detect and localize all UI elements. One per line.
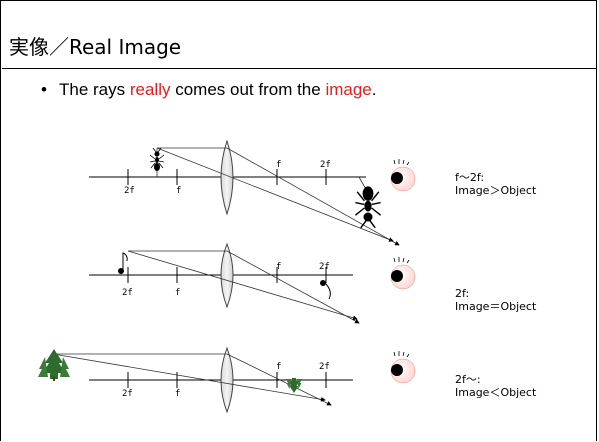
tick-label-left-2f: 2f [124, 186, 135, 196]
slide-title: 実像／Real Image [9, 35, 182, 59]
row-1-caption-relation: Image＞Object [455, 184, 537, 197]
row-2-caption-condition: 2f: [455, 287, 470, 300]
bullet-highlight-really: really [129, 80, 171, 99]
tick-label-right-2f: 2f [320, 160, 331, 170]
tick-label-right-f: f [276, 362, 281, 372]
ant-icon [149, 147, 165, 171]
bullet-highlight-image: image [325, 80, 372, 99]
bullet-text-middle: comes out from the [170, 80, 326, 99]
convex-lens [220, 346, 234, 414]
bullet-text-suffix: . [371, 80, 377, 99]
row-1-caption: f～2f: Image＞Object [455, 171, 536, 197]
tick-label-left-f: f [176, 186, 181, 196]
tick-label-left-2f: 2f [122, 288, 133, 298]
tree-icon [286, 378, 302, 393]
row-3-caption-condition: 2f～: [455, 373, 481, 386]
row-2-caption-relation: Image＝Object [455, 300, 537, 313]
row-2: 2f f f 2f [89, 242, 416, 324]
music-note-icon [320, 280, 331, 300]
convex-lens [220, 139, 234, 216]
title-divider [2, 68, 596, 69]
music-note-icon [118, 252, 128, 274]
row-1: 2f f f 2f [89, 139, 416, 246]
ray-center [52, 353, 326, 402]
tick-label-left-f: f [175, 389, 180, 399]
tick-label-right-2f: 2f [319, 262, 330, 272]
row-1-caption-condition: f～2f: [455, 171, 485, 184]
ray-refracted [226, 353, 332, 406]
bullet-dot-icon: • [41, 80, 47, 99]
ray-refracted [226, 147, 400, 246]
tick-label-left-2f: 2f [122, 389, 133, 399]
row-3-caption-relation: Image＜Object [455, 386, 537, 399]
tick-label-left-f: f [175, 288, 180, 298]
ray-center [127, 250, 358, 321]
eye-icon [390, 159, 416, 192]
ant-icon [354, 186, 382, 229]
eye-icon [390, 351, 416, 384]
bullet-text-prefix: The rays [59, 80, 130, 99]
tick-label-right-2f: 2f [319, 362, 330, 372]
tree-icon [38, 349, 70, 381]
ray-center [156, 147, 394, 242]
convex-lens [220, 242, 234, 309]
bullet-point: • The rays really comes out from the imag… [41, 80, 376, 100]
tick-label-right-f: f [276, 160, 281, 170]
row-3: 2f f f 2f [38, 346, 416, 414]
ray-refracted [226, 250, 360, 324]
eye-icon [390, 257, 416, 290]
tick-label-right-f: f [276, 262, 281, 272]
row-3-caption: 2f～: Image＜Object [455, 373, 536, 399]
row-2-caption: 2f: Image＝Object [455, 287, 536, 313]
